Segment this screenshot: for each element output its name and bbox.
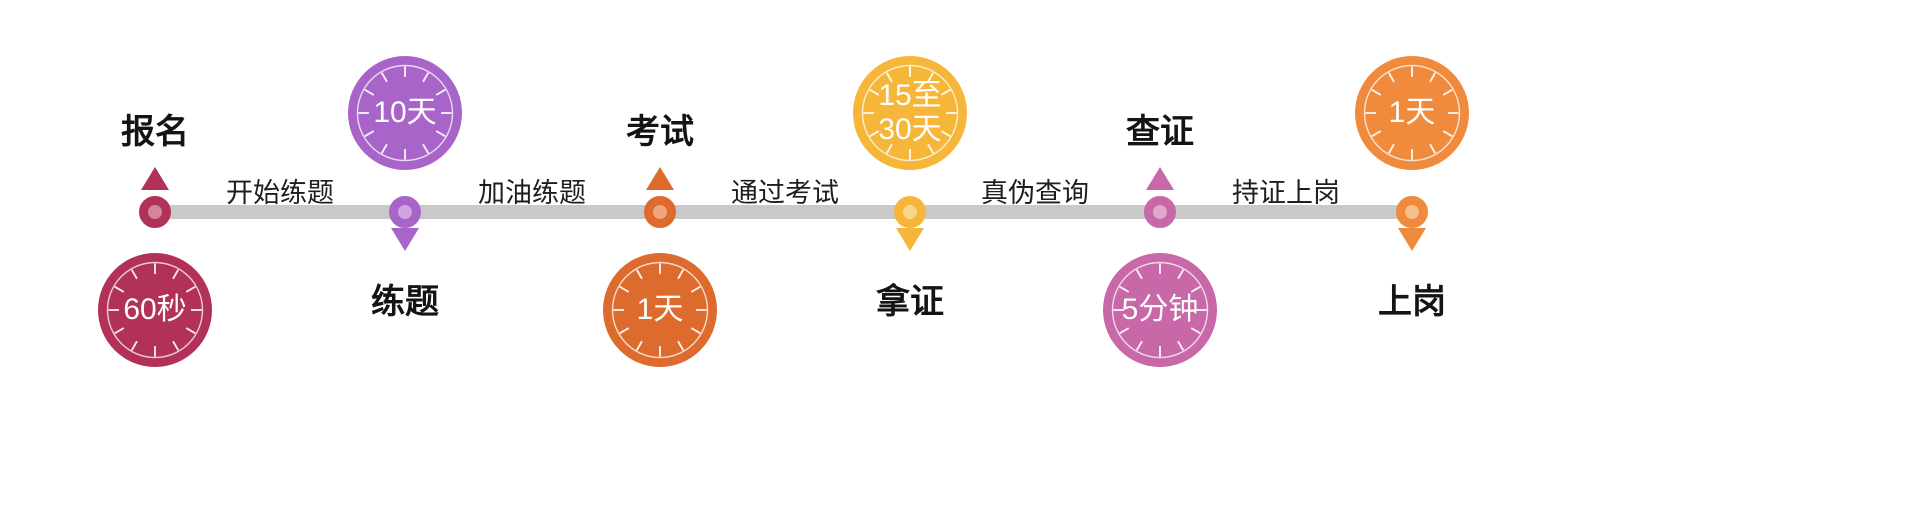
- timeline-bar: [150, 205, 1418, 219]
- milestone-label: 考试: [626, 113, 694, 151]
- arrow-down-icon: [1398, 228, 1426, 251]
- segment-label: 真伪查询: [981, 178, 1089, 208]
- duration-text: 1天: [1388, 96, 1436, 130]
- arrow-down-icon: [896, 228, 924, 251]
- segment-label: 持证上岗: [1232, 178, 1340, 208]
- duration-text: 15至 30天: [878, 79, 942, 146]
- segment-label: 通过考试: [731, 178, 839, 208]
- duration-text: 10天: [373, 96, 437, 130]
- duration-badge: 10天: [348, 56, 462, 170]
- milestone-label: 报名: [121, 113, 189, 151]
- timeline-node: [894, 196, 926, 228]
- segment-label: 加油练题: [478, 178, 586, 208]
- duration-badge: 60秒: [98, 253, 212, 367]
- arrow-up-icon: [141, 167, 169, 190]
- timeline-node: [1396, 196, 1428, 228]
- timeline-node: [389, 196, 421, 228]
- duration-badge: 1天: [1355, 56, 1469, 170]
- milestone-label: 拿证: [876, 283, 944, 321]
- segment-label: 开始练题: [226, 178, 334, 208]
- arrow-up-icon: [1146, 167, 1174, 190]
- duration-badge: 1天: [603, 253, 717, 367]
- milestone-label: 上岗: [1378, 283, 1446, 321]
- milestone-label: 查证: [1126, 113, 1194, 151]
- arrow-up-icon: [646, 167, 674, 190]
- duration-badge: 15至 30天: [853, 56, 967, 170]
- duration-text: 5分钟: [1121, 293, 1199, 327]
- duration-text: 60秒: [123, 293, 187, 327]
- timeline-node: [1144, 196, 1176, 228]
- duration-badge: 5分钟: [1103, 253, 1217, 367]
- milestone-label: 练题: [371, 283, 439, 321]
- duration-text: 1天: [636, 293, 684, 327]
- timeline-node: [139, 196, 171, 228]
- timeline-node: [644, 196, 676, 228]
- arrow-down-icon: [391, 228, 419, 251]
